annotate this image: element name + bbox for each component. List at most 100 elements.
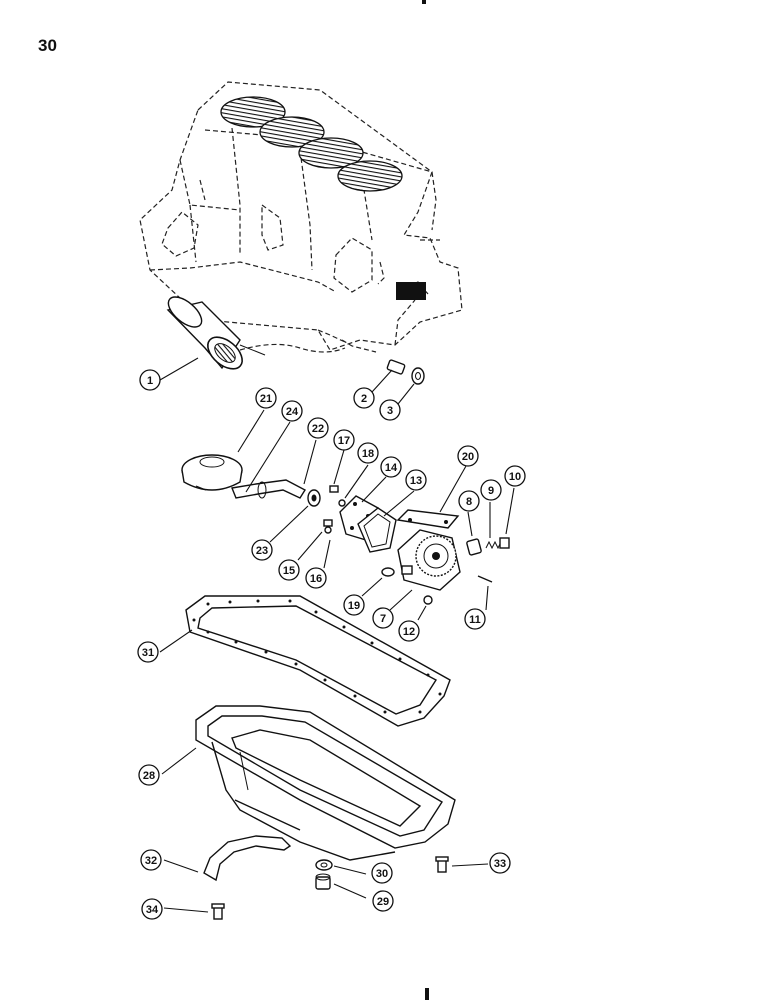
callout-circle [281, 400, 303, 422]
callout-30: 30 [371, 862, 393, 884]
part-3-washer [411, 367, 425, 385]
callout-1: 1 [139, 369, 161, 391]
part-32-bracket [203, 835, 292, 882]
callout-31: 31 [137, 641, 159, 663]
engine-block [139, 81, 463, 353]
callout-circle [380, 456, 402, 478]
callout-label: 16 [310, 573, 322, 585]
part-34-bolt [211, 903, 225, 920]
callout-label: 18 [362, 448, 374, 460]
callout-label: 30 [376, 868, 388, 880]
callout-label: 1 [147, 375, 153, 387]
callout-circle [140, 849, 162, 871]
callout-18: 18 [357, 442, 379, 464]
callout-label: 7 [380, 613, 386, 625]
callout-circle [307, 417, 329, 439]
callout-9: 9 [480, 479, 502, 501]
callout-circle [278, 559, 300, 581]
callout-circle [251, 539, 273, 561]
callout-layer: 1232124221718141320891023151619712113128… [137, 369, 526, 920]
callout-32: 32 [140, 849, 162, 871]
callout-label: 22 [312, 423, 324, 435]
part-23-nut [307, 489, 321, 507]
callout-label: 13 [410, 475, 422, 487]
callout-circle [458, 490, 480, 512]
callout-21: 21 [255, 387, 277, 409]
part-33-bolt [435, 856, 449, 873]
callout-circle [255, 387, 277, 409]
part-19-oring [381, 567, 395, 577]
callout-label: 33 [494, 858, 506, 870]
callout-circle [480, 479, 502, 501]
callout-8: 8 [458, 490, 480, 512]
part-17-pin [329, 485, 339, 493]
part-20-plate [396, 509, 460, 529]
callout-label: 14 [385, 462, 398, 474]
part-18-oring [338, 499, 346, 507]
callout-11: 11 [464, 608, 486, 630]
callout-19: 19 [343, 594, 365, 616]
callout-circle [138, 764, 160, 786]
callout-label: 28 [143, 770, 155, 782]
callout-label: 20 [462, 451, 474, 463]
scan-mark-bottom [425, 988, 429, 1000]
callout-label: 34 [146, 904, 159, 916]
callout-13: 13 [405, 469, 427, 491]
callout-label: 32 [145, 855, 157, 867]
callout-circle [457, 445, 479, 467]
callout-33: 33 [489, 852, 511, 874]
scan-mark-top [422, 0, 426, 4]
part-31-pan-gasket [185, 595, 451, 727]
callout-label: 2 [361, 393, 367, 405]
callout-label: 23 [256, 545, 268, 557]
callout-34: 34 [141, 898, 163, 920]
callout-12: 12 [398, 620, 420, 642]
callout-10: 10 [504, 465, 526, 487]
callout-label: 3 [387, 405, 393, 417]
part-11-pin [477, 575, 493, 583]
callout-circle [504, 465, 526, 487]
callout-circle [343, 594, 365, 616]
callout-label: 9 [488, 485, 494, 497]
callout-label: 24 [286, 406, 299, 418]
callout-24: 24 [281, 400, 303, 422]
callout-label: 12 [403, 626, 415, 638]
callout-circle [398, 620, 420, 642]
callout-label: 21 [260, 393, 272, 405]
callout-14: 14 [380, 456, 402, 478]
callout-label: 17 [338, 435, 350, 447]
callout-circle [405, 469, 427, 491]
part-15-16-screw [323, 519, 333, 534]
callout-label: 8 [466, 496, 472, 508]
callout-circle [357, 442, 379, 464]
page-number: 30 [38, 36, 57, 55]
callout-circle [379, 399, 401, 421]
callout-label: 31 [142, 647, 154, 659]
callout-circle [139, 369, 161, 391]
oil-strainer [181, 454, 243, 491]
callout-label: 11 [469, 614, 481, 626]
part-29-drain-plug [315, 873, 331, 890]
callout-28: 28 [138, 764, 160, 786]
leader-lines [159, 357, 515, 913]
callout-23: 23 [251, 539, 273, 561]
callout-circle [333, 429, 355, 451]
callout-29: 29 [372, 890, 394, 912]
callout-22: 22 [307, 417, 329, 439]
callout-circle [464, 608, 486, 630]
callout-circle [371, 862, 393, 884]
oil-filter [166, 296, 266, 370]
part-7-oil-pump [397, 529, 461, 591]
callout-2: 2 [353, 387, 375, 409]
callout-3: 3 [379, 399, 401, 421]
callout-circle [372, 890, 394, 912]
callout-16: 16 [305, 567, 327, 589]
callout-15: 15 [278, 559, 300, 581]
part-12-ball [423, 595, 433, 605]
part-8-plunger [466, 538, 482, 556]
callout-label: 29 [377, 896, 389, 908]
callout-20: 20 [457, 445, 479, 467]
callout-circle [141, 898, 163, 920]
callout-17: 17 [333, 429, 355, 451]
